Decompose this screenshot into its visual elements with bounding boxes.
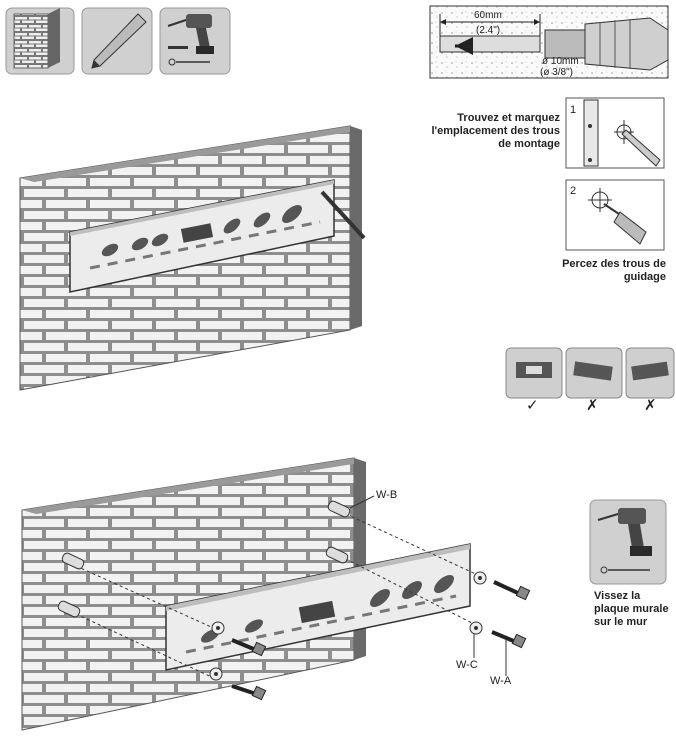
mark-step-panel: 1 <box>565 97 665 169</box>
drill-step-panel: 2 <box>565 179 665 251</box>
step-one-number: 1 <box>570 104 576 116</box>
wall-with-bracket-marking <box>19 125 366 391</box>
level-correct-check: ✓ <box>526 396 539 414</box>
depth-metric-label: 60mm <box>474 10 502 21</box>
screw-label: W-A <box>490 675 512 687</box>
anchor-label: W-B <box>376 489 397 501</box>
level-icon: ✓ <box>505 347 563 414</box>
screw-icon <box>600 566 650 574</box>
level-check-group: ✓ ✗ ✗ <box>505 347 675 414</box>
drill-depth-detail: 60mm (2.4") ø 10mm (ø 3/8") <box>429 5 669 79</box>
drill-icon <box>589 499 667 585</box>
washer-label: W-C <box>456 659 478 671</box>
wall-with-hardware: W-B W-C W-A <box>21 457 531 731</box>
wall-plate <box>165 543 471 671</box>
mark-holes-caption: Trouvez et marquez l'emplacement des tro… <box>431 112 560 150</box>
lag-bolt <box>231 580 531 701</box>
screw-plate-caption: Vissez la plaque murale sur le mur <box>594 590 669 628</box>
screw-icon <box>168 58 210 66</box>
brick-wall-icon <box>5 7 75 75</box>
washer <box>209 571 487 681</box>
depth-imperial-label: (2.4") <box>476 25 500 36</box>
drill-icon <box>159 7 231 75</box>
wall-plate <box>69 179 335 293</box>
level-wrong-cross: ✗ <box>586 396 599 414</box>
level-icon: ✗ <box>565 347 623 414</box>
level-icon: ✗ <box>625 347 675 414</box>
diameter-imperial-label: (ø 3/8") <box>540 67 573 78</box>
diameter-metric-label: ø 10mm <box>542 56 579 67</box>
drill-pilot-caption: Percez des trous de guidage <box>562 258 666 283</box>
wall-anchor <box>57 500 351 618</box>
level-wrong-cross: ✗ <box>644 396 657 414</box>
step-two-number: 2 <box>570 185 576 197</box>
pencil-icon <box>81 7 153 75</box>
